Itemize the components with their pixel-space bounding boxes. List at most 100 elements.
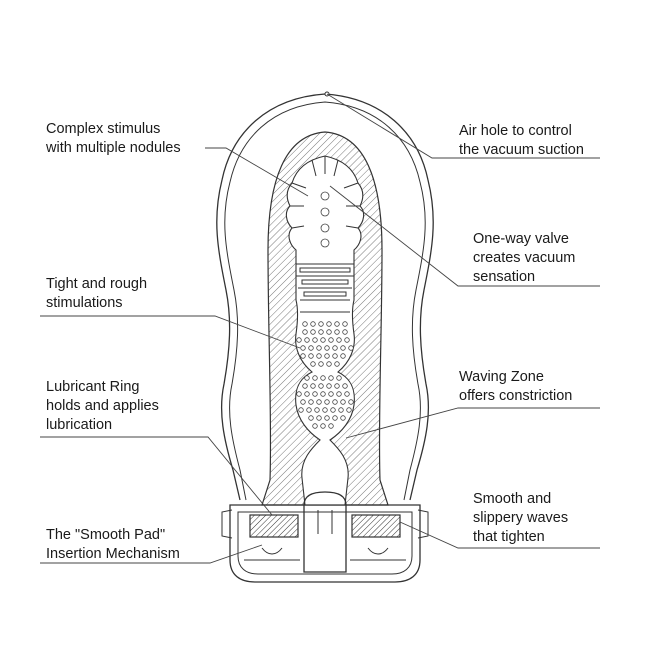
nodule-dot [338, 407, 344, 413]
nodule-dot [332, 399, 338, 405]
label-line: The "Smooth Pad" [46, 527, 166, 543]
nodule-dot [312, 375, 318, 381]
label-line: that tighten [473, 529, 545, 545]
nodule-dot [298, 407, 304, 413]
nodule-dot [348, 345, 354, 351]
nodule-dot [328, 423, 334, 429]
nodule-dot [302, 321, 308, 327]
leader-smooth-pad [40, 544, 263, 564]
label-line: Tight and rough [46, 276, 148, 292]
ridge-rings [296, 263, 354, 313]
nodule-dots-lower [296, 375, 354, 429]
label-one-way-valve: One-way valve creates vacuum sensation [473, 230, 575, 287]
nodule-dot [348, 399, 354, 405]
nodule-dot [296, 337, 302, 343]
label-smooth-pad: The "Smooth Pad" Insertion Mechanism [46, 526, 180, 564]
nodule-dot [340, 345, 346, 351]
label-line: lubrication [46, 417, 113, 433]
nodule-dot [320, 391, 326, 397]
nodule-dot [342, 321, 348, 327]
label-line: Insertion Mechanism [46, 546, 180, 562]
leader-waving-zone [345, 407, 600, 439]
label-line: with multiple nodules [46, 140, 181, 156]
nodule-dot [326, 329, 332, 335]
outer-case-inner-line [224, 101, 426, 501]
nodule-dot [320, 207, 330, 217]
nodule-dot [342, 383, 348, 389]
nodule-dot [336, 391, 342, 397]
ridge-ring-shape [299, 267, 351, 297]
nodule-dot [340, 353, 346, 359]
nodule-dot [334, 383, 340, 389]
nodule-dot [316, 353, 322, 359]
leader-air-hole [326, 93, 600, 159]
nodule-dot [328, 375, 334, 381]
label-line: sensation [473, 269, 536, 285]
label-line: holds and applies [46, 398, 159, 414]
label-line: Air hole to control [459, 123, 572, 139]
label-air-hole: Air hole to control the vacuum suction [459, 122, 584, 160]
nodule-dot [308, 415, 314, 421]
label-line: the vacuum suction [459, 142, 584, 158]
smooth-pad-left [249, 514, 299, 538]
nodule-dot [320, 223, 330, 233]
nodule-dot [310, 321, 316, 327]
nodule-dots-upper [296, 321, 354, 367]
nodule-dot [310, 329, 316, 335]
nodule-dot [310, 361, 316, 367]
nodule-dot [346, 407, 352, 413]
nodule-dot [308, 345, 314, 351]
nodule-dot [324, 345, 330, 351]
nodule-dot [318, 383, 324, 389]
nodule-dot [324, 353, 330, 359]
label-smooth-waves: Smooth and slippery waves that tighten [473, 490, 568, 547]
nodule-dot [306, 407, 312, 413]
nodule-dot [328, 391, 334, 397]
label-line: Lubricant Ring [46, 379, 140, 395]
nodule-dot [308, 353, 314, 359]
leader-complex-stimulus [205, 147, 309, 197]
label-line: Waving Zone [459, 369, 544, 385]
leader-lubricant-ring [40, 436, 273, 516]
nodule-dot [320, 191, 330, 201]
label-line: stimulations [46, 295, 123, 311]
nodule-dot [304, 391, 310, 397]
nodule-dot [332, 353, 338, 359]
nodule-dot [332, 345, 338, 351]
smooth-pad-right [351, 514, 401, 538]
nodule-dot [318, 361, 324, 367]
nodule-dot [320, 423, 326, 429]
nodule-dot [332, 415, 338, 421]
nodule-dot [302, 383, 308, 389]
nodule-dot [318, 329, 324, 335]
label-line: offers constriction [459, 388, 573, 404]
leader-tight-rough [40, 315, 301, 349]
nodule-chamber-slots [290, 156, 360, 229]
nodule-dot [336, 337, 342, 343]
nodule-dot [308, 399, 314, 405]
nodule-dot [316, 415, 322, 421]
nodule-dot [320, 337, 326, 343]
nodule-dot [326, 361, 332, 367]
label-line: slippery waves [473, 510, 569, 526]
nodule-dot [334, 361, 340, 367]
nodule-dot [344, 337, 350, 343]
label-line: creates vacuum [473, 250, 576, 266]
nodule-dot [302, 329, 308, 335]
label-tight-rough: Tight and rough stimulations [46, 275, 147, 313]
nodule-dot [304, 375, 310, 381]
nodule-dot [310, 383, 316, 389]
nodule-dot [320, 375, 326, 381]
nodule-dot [326, 383, 332, 389]
center-plug-slot [317, 510, 333, 534]
nodule-dot [312, 423, 318, 429]
label-waving-zone: Waving Zone offers constriction [459, 368, 572, 406]
label-line: One-way valve [473, 231, 569, 247]
nodule-dot [342, 329, 348, 335]
label-lubricant-ring: Lubricant Ring holds and applies lubrica… [46, 378, 159, 435]
nodule-dot [336, 375, 342, 381]
nodule-dot [334, 329, 340, 335]
nodule-dot [316, 345, 322, 351]
base-housing [229, 504, 421, 583]
